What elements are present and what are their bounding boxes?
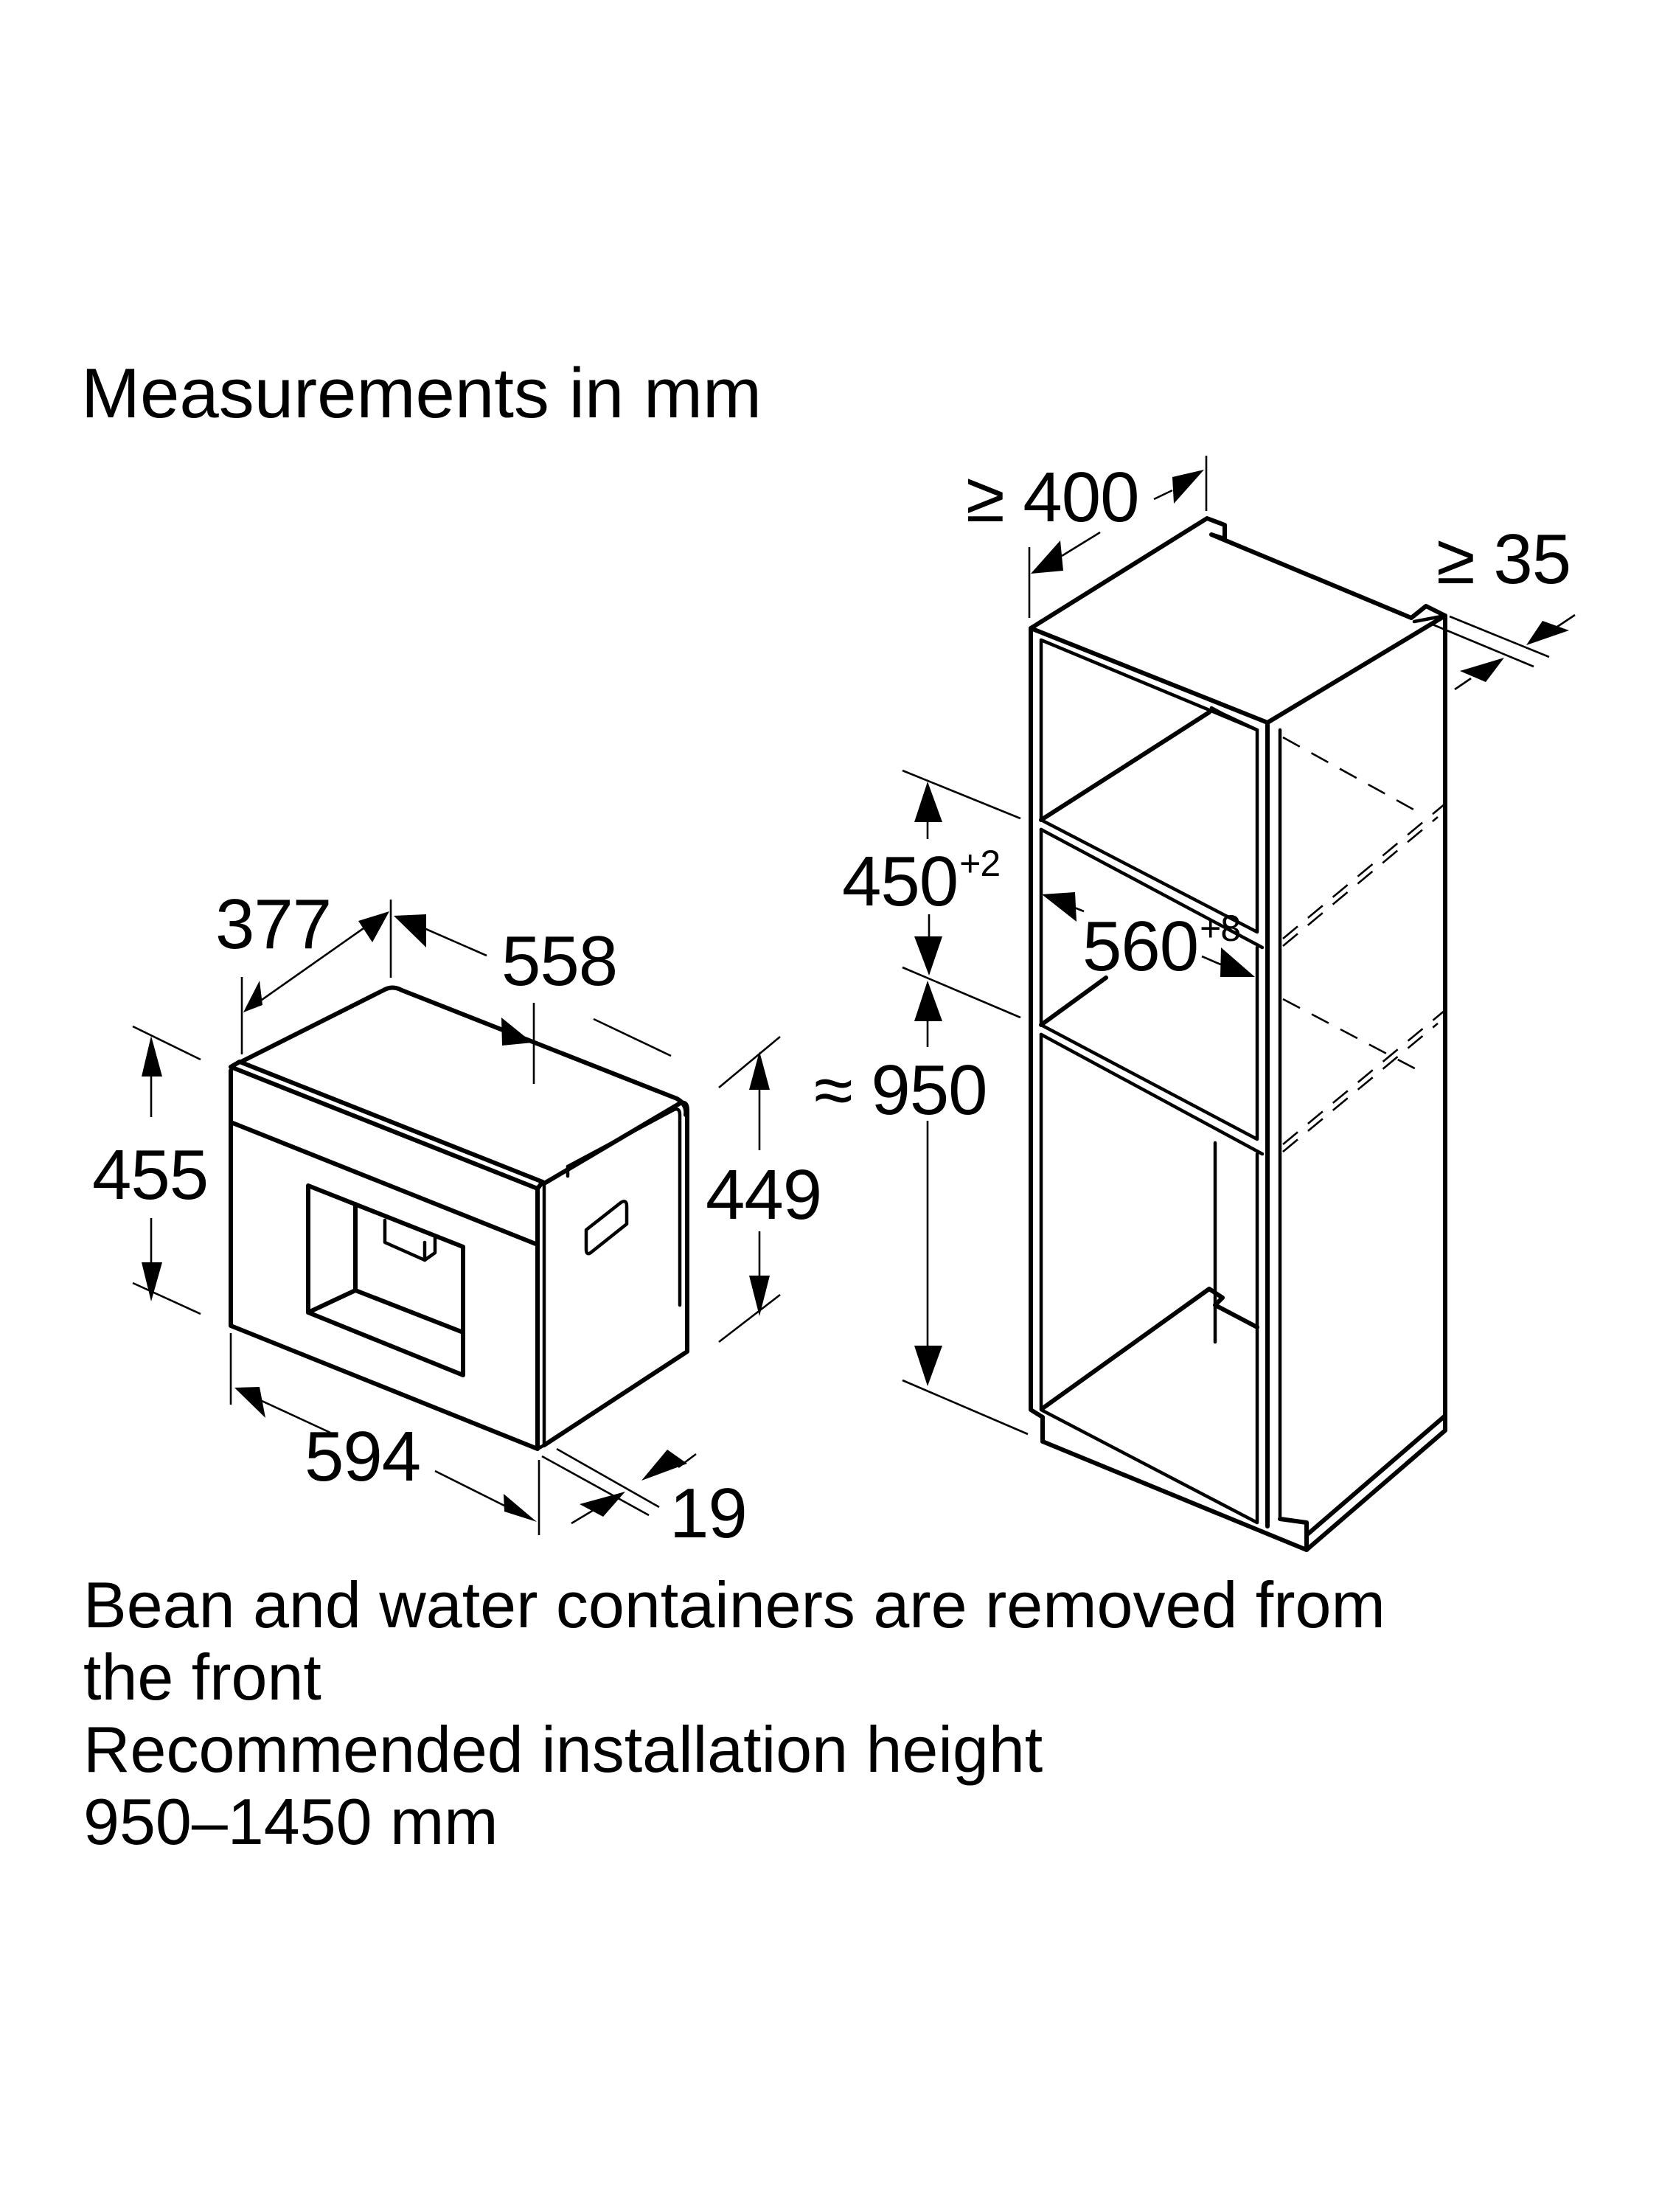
note-line-1: Bean and water containers are removed fr…: [83, 1568, 1385, 1641]
note-line-3: Recommended installation height: [83, 1713, 1043, 1786]
label-depth-377: 377: [215, 885, 332, 964]
label-rear-gap-min: ≥ 35: [1436, 520, 1571, 599]
label-niche-width: 560+8: [1082, 908, 1241, 982]
label-niche-height: 450+2: [842, 843, 1001, 917]
label-width-594: 594: [305, 1417, 421, 1496]
diagram-title: Measurements in mm: [81, 354, 762, 433]
label-cabinet-depth-min: ≥ 400: [966, 458, 1140, 537]
label-front-depth-19: 19: [669, 1474, 748, 1553]
label-height-449: 449: [706, 1155, 822, 1234]
note-line-4: 950–1450 mm: [83, 1785, 498, 1858]
niche-height-value: 450: [842, 842, 959, 921]
niche-width-tolerance: +8: [1200, 908, 1241, 949]
label-width-558: 558: [501, 922, 618, 1001]
label-height-455: 455: [92, 1135, 209, 1214]
appliance-dimension-lines: [132, 900, 781, 1535]
label-install-height: ≈ 950: [814, 1051, 988, 1130]
niche-height-tolerance: +2: [959, 843, 1001, 884]
niche-width-value: 560: [1082, 907, 1199, 986]
appliance-drawing: [229, 985, 689, 1451]
cabinet-dimension-lines: [902, 456, 1576, 1436]
note-line-2: the front: [83, 1641, 321, 1714]
cabinet-drawing: [1029, 516, 1447, 1552]
installation-notes: Bean and water containers are removed fr…: [83, 1569, 1385, 1858]
